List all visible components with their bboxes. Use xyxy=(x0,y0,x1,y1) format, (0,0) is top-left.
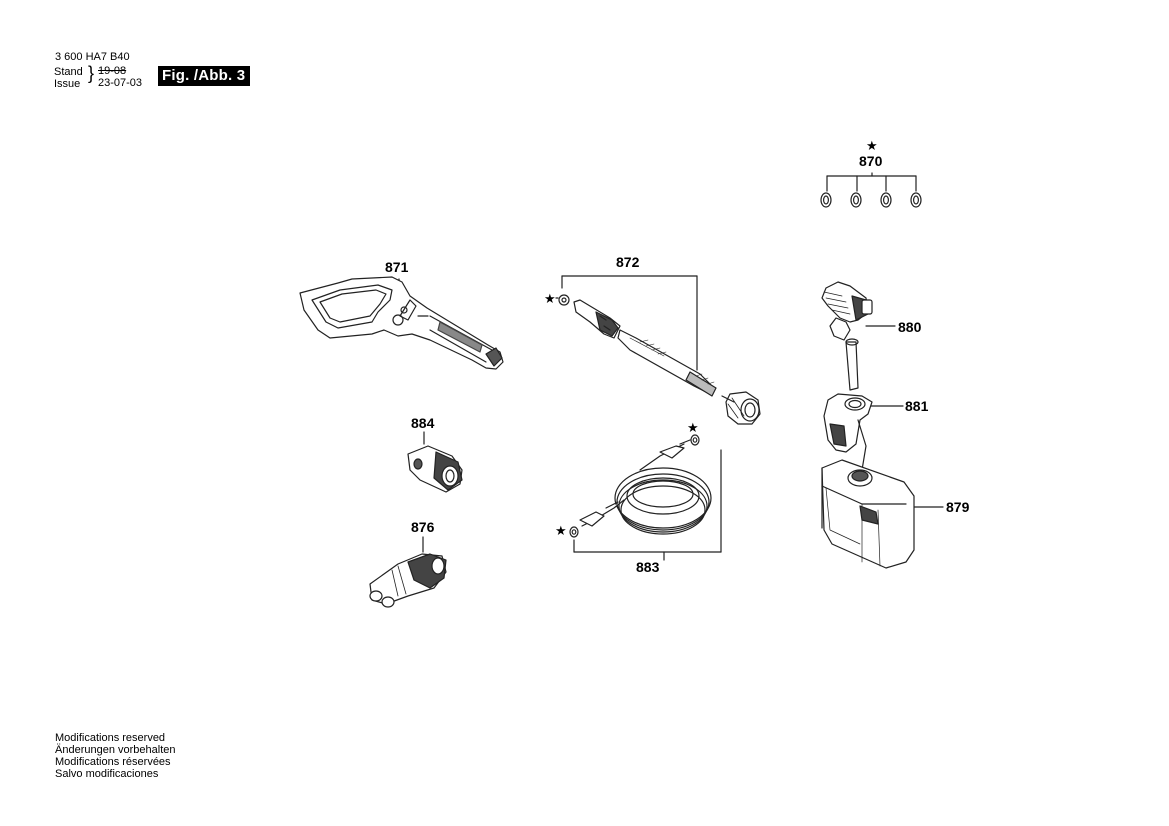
star-icon: ★ xyxy=(866,138,878,153)
part-label-881: 881 xyxy=(905,398,929,414)
part-label-876: 876 xyxy=(411,519,435,535)
part-label-883: 883 xyxy=(636,559,660,575)
footer-line-es: Salvo modificaciones xyxy=(55,768,159,780)
multi-nozzle-876 xyxy=(369,536,447,608)
trigger-gun-871 xyxy=(299,276,504,370)
part-label-871: 871 xyxy=(385,259,409,275)
part-label-879: 879 xyxy=(946,499,970,515)
star-icon: ★ xyxy=(544,291,556,306)
footer-line-fr: Modifications réservées xyxy=(55,756,171,768)
part-label-880: 880 xyxy=(898,319,922,335)
star-icon: ★ xyxy=(555,523,567,538)
holder-881 xyxy=(823,393,904,471)
star-icon: ★ xyxy=(687,420,699,435)
part-label-870: 870 xyxy=(859,153,883,169)
nozzle-880 xyxy=(821,281,896,391)
figure-label: Fig. /Abb. 3 xyxy=(158,66,251,86)
part-label-884: 884 xyxy=(411,415,435,431)
stand-label: Stand xyxy=(54,66,83,78)
footer-line-de: Änderungen vorbehalten xyxy=(55,744,176,756)
footer-notes: Modifications reserved Änderungen vorbeh… xyxy=(55,732,175,780)
hose-883 xyxy=(569,434,722,561)
part-number: 3 600 HA7 B40 xyxy=(55,51,130,63)
issue-label: Issue xyxy=(54,78,81,90)
tank-879 xyxy=(821,459,944,569)
stand-date: 19-08 xyxy=(98,65,127,77)
brace-icon: } xyxy=(88,63,95,83)
adapter-884 xyxy=(407,431,463,493)
part-label-872: 872 xyxy=(616,254,640,270)
o-ring-set-870 xyxy=(820,172,922,208)
issue-date: 23-07-03 xyxy=(98,77,143,89)
footer-line-en: Modifications reserved xyxy=(55,732,166,744)
lance-872 xyxy=(558,275,761,425)
